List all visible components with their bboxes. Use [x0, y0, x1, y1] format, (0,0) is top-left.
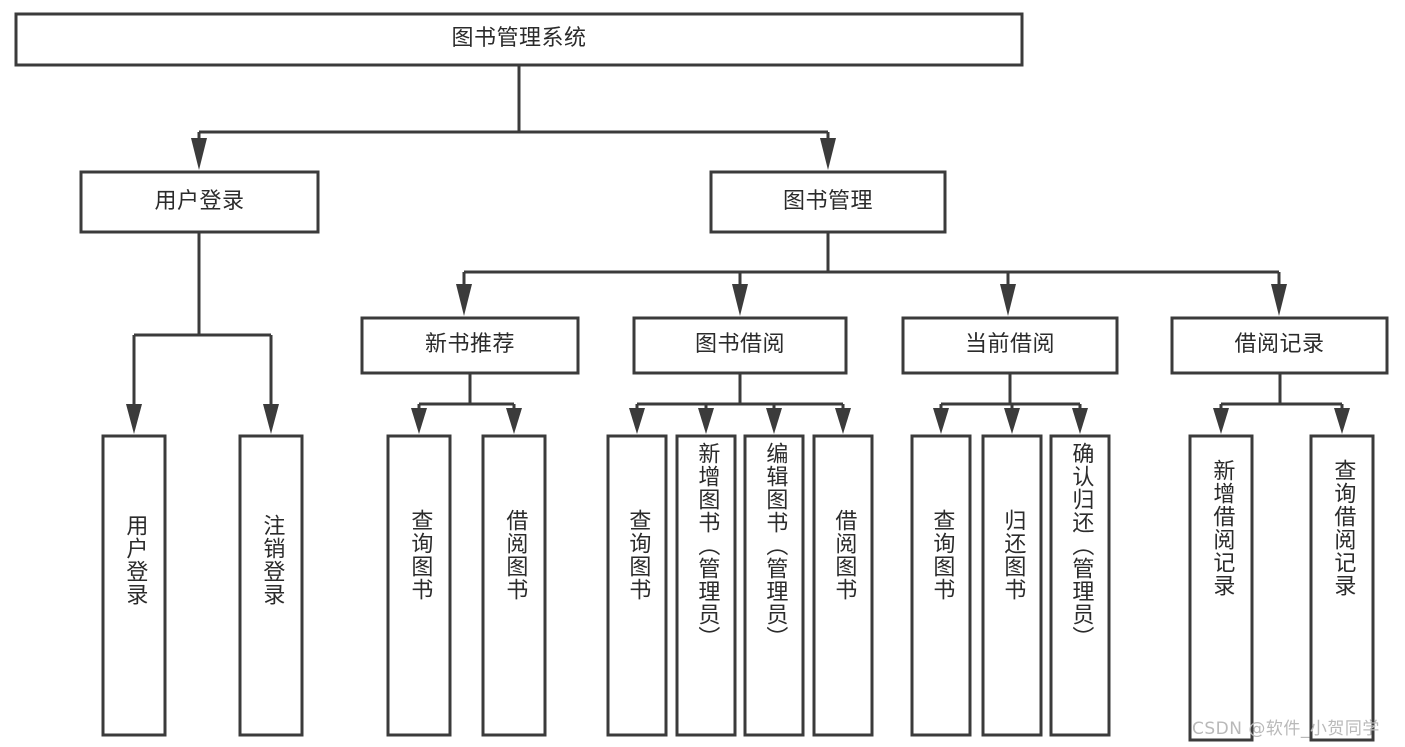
arrowhead-borrow-record	[1271, 284, 1287, 316]
arrowhead-leaf-query-book-3	[933, 408, 949, 434]
arrowhead-current-borrow	[1000, 284, 1016, 316]
arrowhead-new-book-recommend	[456, 284, 472, 316]
node-box-leaf-query-book-1[interactable]	[386, 434, 452, 737]
arrowhead-book-borrow	[732, 284, 748, 316]
node-box-leaf-edit-book-admin[interactable]	[743, 434, 805, 737]
arrowhead-leaf-query-book-1	[411, 408, 427, 434]
node-box-book-borrow[interactable]	[632, 316, 848, 375]
arrowhead-leaf-confirm-return-admin	[1072, 408, 1088, 434]
node-box-book-management[interactable]	[709, 170, 947, 234]
node-box-leaf-borrow-book-1[interactable]	[481, 434, 547, 737]
node-box-leaf-query-borrow-record[interactable]	[1309, 434, 1375, 742]
node-box-leaf-return-book[interactable]	[981, 434, 1043, 737]
node-box-user-login[interactable]	[79, 170, 320, 234]
arrowhead-leaf-logout	[263, 404, 279, 434]
node-box-leaf-query-book-2[interactable]	[606, 434, 668, 737]
node-box-leaf-borrow-book-2[interactable]	[812, 434, 874, 737]
arrowhead-leaf-return-book	[1004, 408, 1020, 434]
arrowhead-leaf-borrow-book-1	[506, 408, 522, 434]
node-box-root[interactable]	[14, 12, 1024, 67]
arrowhead-leaf-borrow-book-2	[835, 408, 851, 434]
node-box-leaf-logout[interactable]	[238, 434, 304, 737]
node-box-leaf-query-book-3[interactable]	[910, 434, 972, 737]
arrowhead-leaf-query-book-2	[629, 408, 645, 434]
node-box-current-borrow[interactable]	[901, 316, 1119, 375]
arrowhead-leaf-add-borrow-record	[1213, 408, 1229, 434]
node-box-borrow-record[interactable]	[1170, 316, 1389, 375]
node-box-leaf-add-borrow-record[interactable]	[1188, 434, 1254, 742]
arrowhead-leaf-user-login	[126, 404, 142, 434]
arrowhead-leaf-add-book-admin	[698, 408, 714, 434]
arrowhead-leaf-query-borrow-record	[1334, 408, 1350, 434]
arrowhead-leaf-edit-book-admin	[766, 408, 782, 434]
node-box-leaf-user-login[interactable]	[101, 434, 167, 737]
node-box-new-book-recommend[interactable]	[360, 316, 580, 375]
node-box-leaf-confirm-return-admin[interactable]	[1049, 434, 1111, 737]
node-box-leaf-add-book-admin[interactable]	[675, 434, 737, 737]
arrowhead-book-management	[820, 138, 836, 170]
arrowhead-user-login	[191, 138, 207, 170]
